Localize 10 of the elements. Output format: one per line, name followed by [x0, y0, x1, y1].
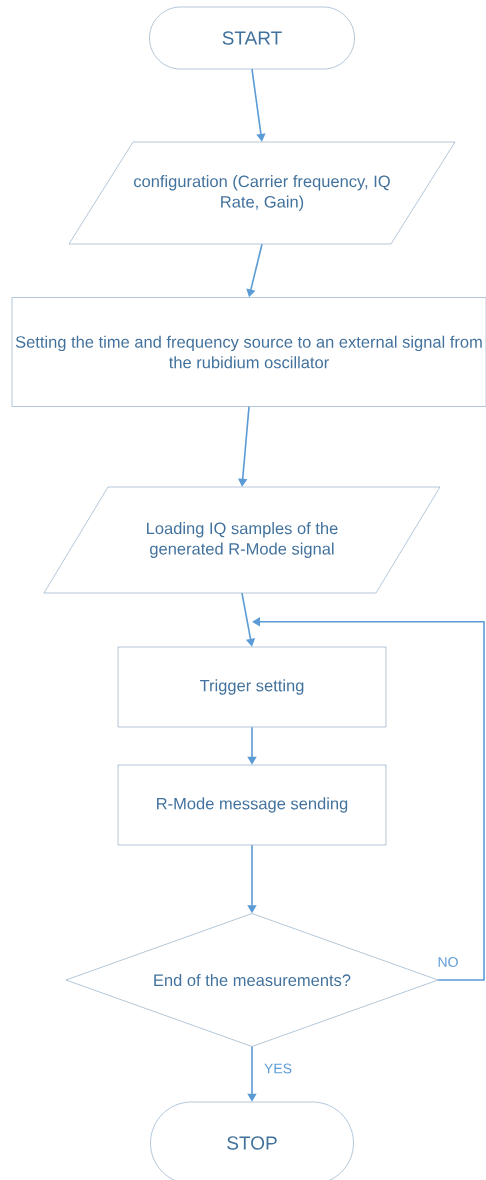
io-parallelogram: Loading IQ samples of the generated R-Mode signal — [43, 486, 441, 594]
process-box: Trigger setting — [117, 646, 387, 728]
edge-label: NO — [436, 956, 460, 968]
process-box: R-Mode message sending — [117, 764, 387, 846]
edge-label: YES — [263, 1062, 293, 1075]
terminal-box: START — [149, 6, 355, 70]
io-parallelogram: configuration (Carrier frequency, IQ Rate, Gain) — [68, 141, 456, 245]
arrow — [252, 617, 485, 981]
process-box: Setting the time and frequency source to an external signal from the rubidium oscillator — [11, 297, 486, 407]
terminal-box: STOP — [150, 1101, 354, 1180]
